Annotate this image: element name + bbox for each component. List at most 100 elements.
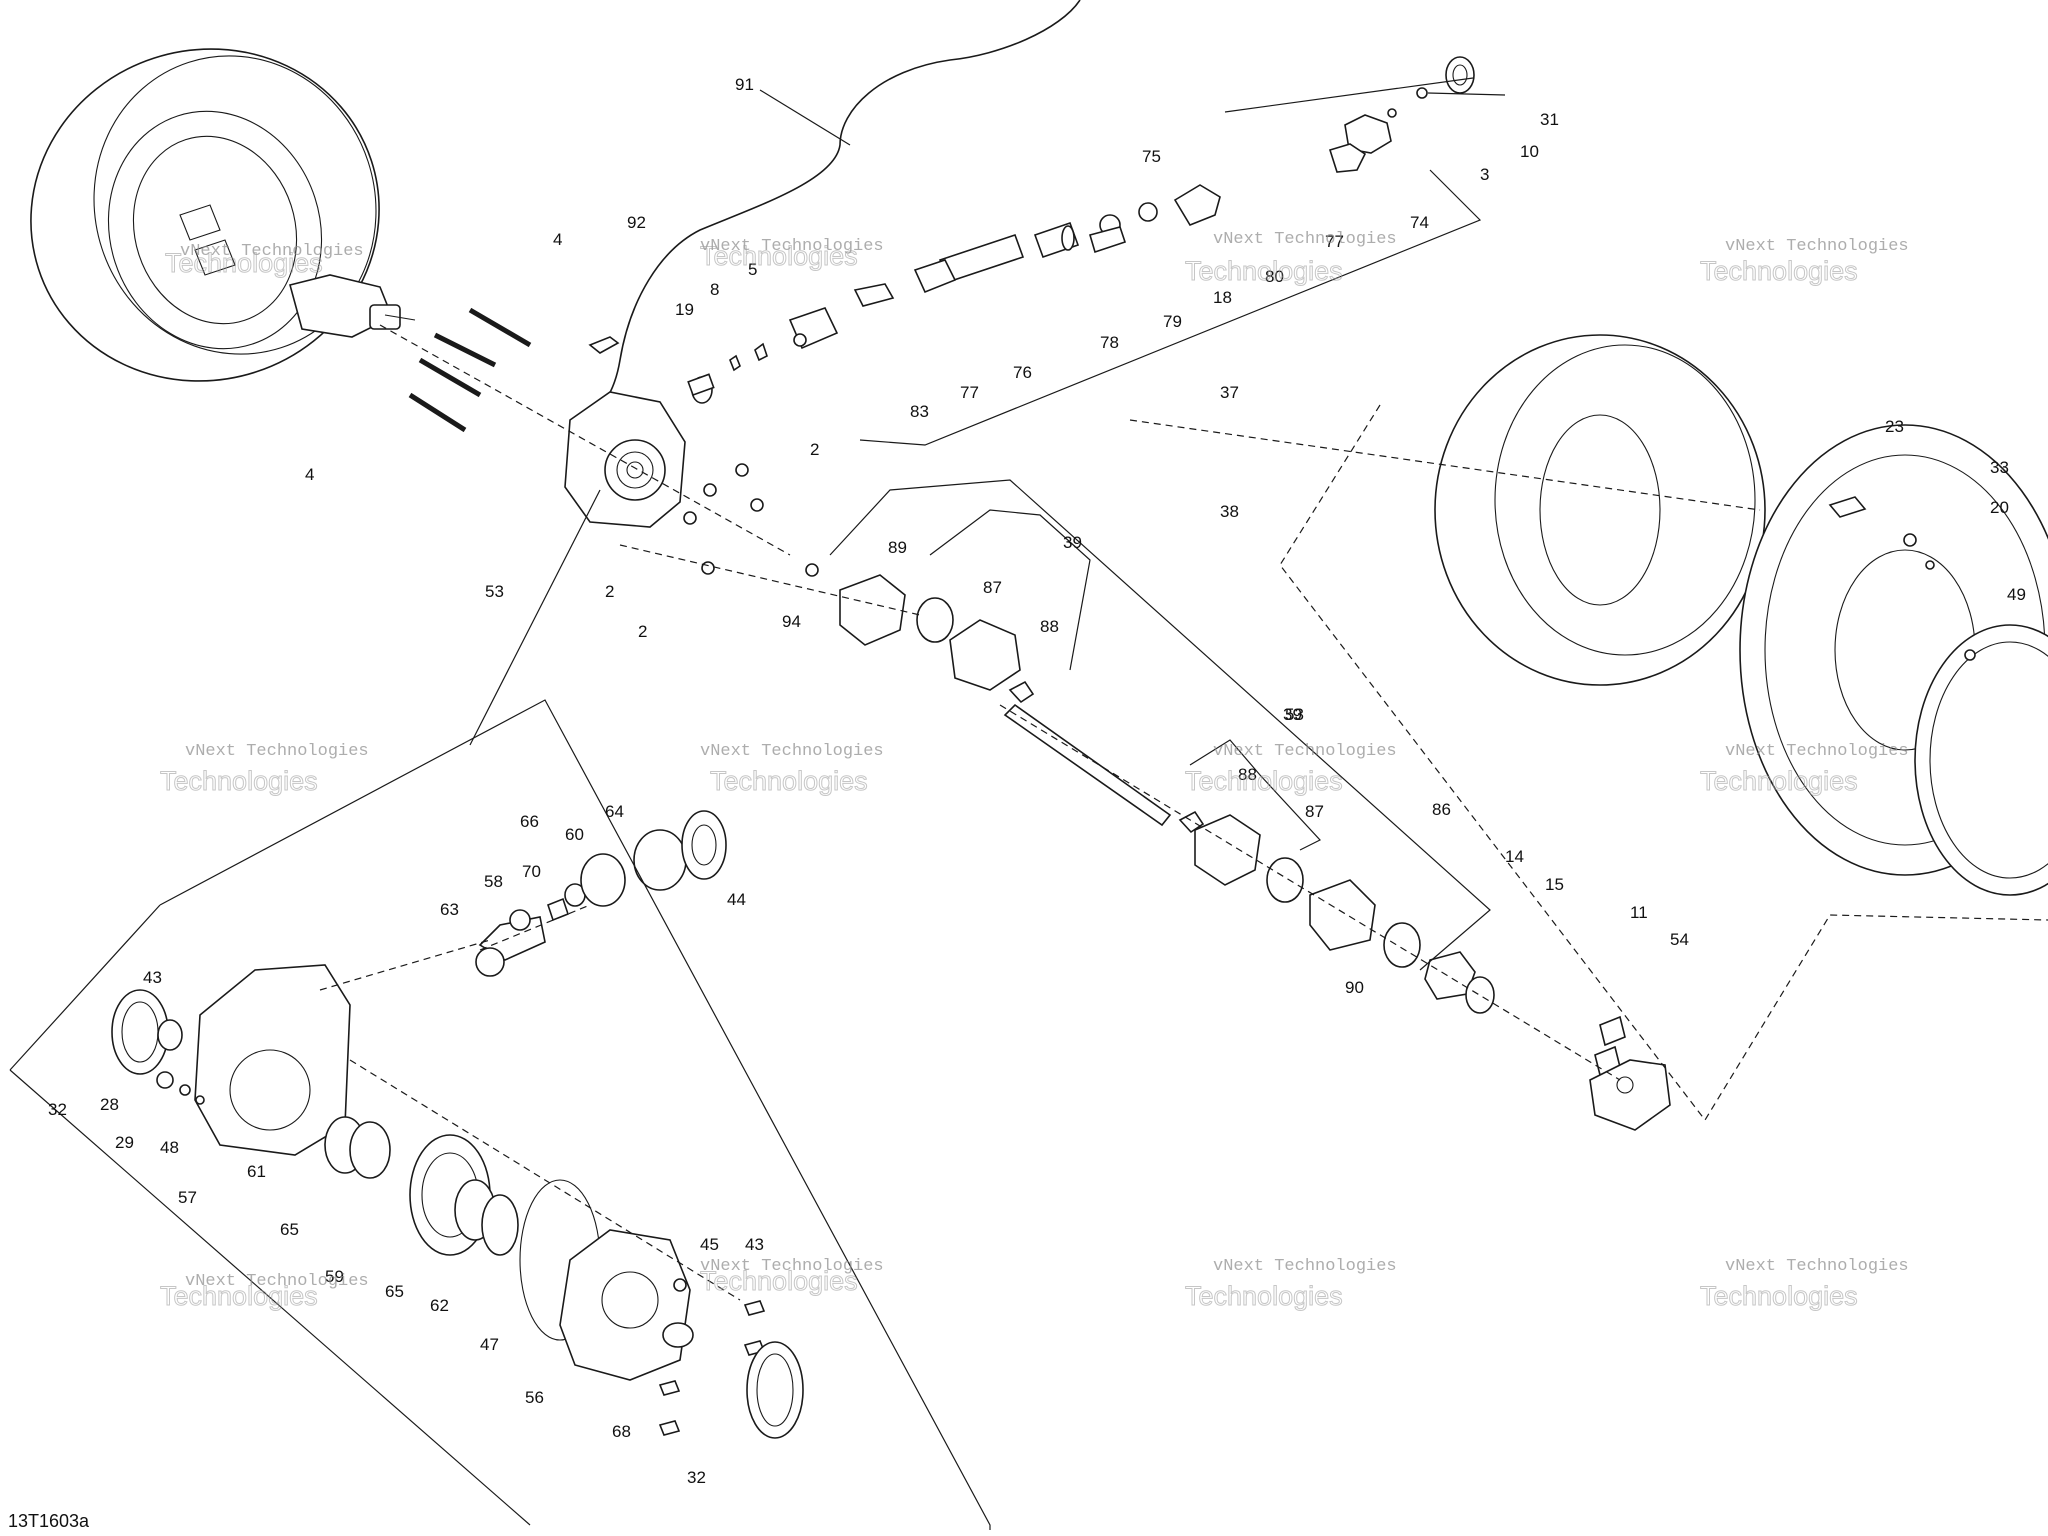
callout: 38 [1220,502,1239,521]
watermark-text: vNext Technologies [700,1257,884,1276]
callout: 79 [1163,312,1182,331]
propeller-shaft-parts [588,56,1475,404]
callout: 88 [1040,617,1059,636]
callout: 65 [385,1282,404,1301]
callout: 75 [1142,147,1161,166]
callout: 92 [627,213,646,232]
callout: 19 [675,300,694,319]
callout: 4 [553,230,562,249]
callout: 10 [1520,142,1539,161]
callout: 94 [782,612,801,631]
callout: 74 [1410,213,1429,232]
callout: 70 [522,862,541,881]
watermark-text: Technologies [1700,1281,1858,1311]
callout: 15 [1545,875,1564,894]
watermark-text: vNext Technologies [1725,1257,1909,1276]
left-tire [30,48,416,382]
callout: 2 [638,622,647,641]
watermark-text: Technologies [165,248,323,278]
callout: 58 [484,872,503,891]
watermark-text: Technologies [1700,766,1858,796]
callout: 37 [1220,383,1239,402]
differential-housing-top [564,373,764,575]
watermark-text: Technologies [1185,1281,1343,1311]
diagram-id-label: 13T1603a [8,1511,90,1531]
callout: 23 [1885,417,1904,436]
drive-shaft-assembly [805,563,1671,1131]
callout: 53 [485,582,504,601]
callout: 45 [700,1235,719,1254]
callout: 88 [1238,765,1257,784]
callout: 77 [960,383,979,402]
callout: 29 [115,1133,134,1152]
watermark-text: Technologies [160,1281,318,1311]
callout: 65 [280,1220,299,1239]
callout: 64 [605,802,624,821]
callout: 5 [748,260,757,279]
watermark-text: Technologies [1185,256,1343,286]
callout: 48 [160,1138,179,1157]
callout: 4 [305,465,314,484]
brake-line [599,0,1081,411]
callout: 76 [1013,363,1032,382]
callout: 63 [440,900,459,919]
watermark-text: vNext Technologies [700,237,884,256]
callout: 39 [1063,533,1082,552]
callout: 59 [325,1267,344,1286]
center-lines [319,324,2048,1301]
callout: 91 [735,75,754,94]
callout: 44 [727,890,746,909]
callout: 54 [1670,930,1689,949]
callout: 83 [910,402,929,421]
callout: 2 [810,440,819,459]
callout: 39 [1283,705,1302,724]
watermark-text: Technologies [700,1266,858,1296]
watermark-text: Technologies [710,766,868,796]
callout: 8 [710,280,719,299]
callout: 87 [1305,802,1324,821]
watermark-text: Technologies [700,241,858,271]
callout: 53 [1285,705,1304,724]
watermark-text: Technologies [1700,256,1858,286]
differential-exploded [111,810,804,1439]
callout: 20 [1990,498,2009,517]
watermark-text: vNext Technologies [700,742,884,761]
watermark-text: vNext Technologies [1213,742,1397,761]
watermark-text: vNext Technologies [185,1272,369,1291]
watermark-text: vNext Technologies [1213,1257,1397,1276]
callout: 47 [480,1335,499,1354]
callout: 68 [612,1422,631,1441]
callout: 43 [143,968,162,987]
callout: 86 [1432,800,1451,819]
watermark-text: Technologies [1185,766,1343,796]
leaders [9,77,1506,1530]
watermark-text: vNext Technologies [185,742,369,761]
callout: 14 [1505,847,1524,866]
callout: 11 [1630,903,1648,922]
callout: 80 [1265,267,1284,286]
watermark-text: vNext Technologies [1213,230,1397,249]
callout: 57 [178,1188,197,1207]
callout: 49 [2007,585,2026,604]
callout: 60 [565,825,584,844]
callout-labels: 91 31 10 3 75 74 77 78 80 18 79 92 4 5 8… [48,75,2026,1487]
right-tire [1434,334,2048,896]
watermark-text: Technologies [160,766,318,796]
callout: 31 [1540,110,1559,129]
callout: 33 [1990,458,2009,477]
watermark-text: vNext Technologies [1725,742,1909,761]
callout: 62 [430,1296,449,1315]
callout: 43 [745,1235,764,1254]
callout: 56 [525,1388,544,1407]
callout: 32 [687,1468,706,1487]
watermark-text: vNext Technologies [1725,237,1909,256]
callout: 77 [1325,232,1344,251]
callout: 90 [1345,978,1364,997]
callout: 2 [605,582,614,601]
callout: 66 [520,812,539,831]
callout: 78 [1100,333,1119,352]
callout: 87 [983,578,1002,597]
callout: 3 [1480,165,1489,184]
